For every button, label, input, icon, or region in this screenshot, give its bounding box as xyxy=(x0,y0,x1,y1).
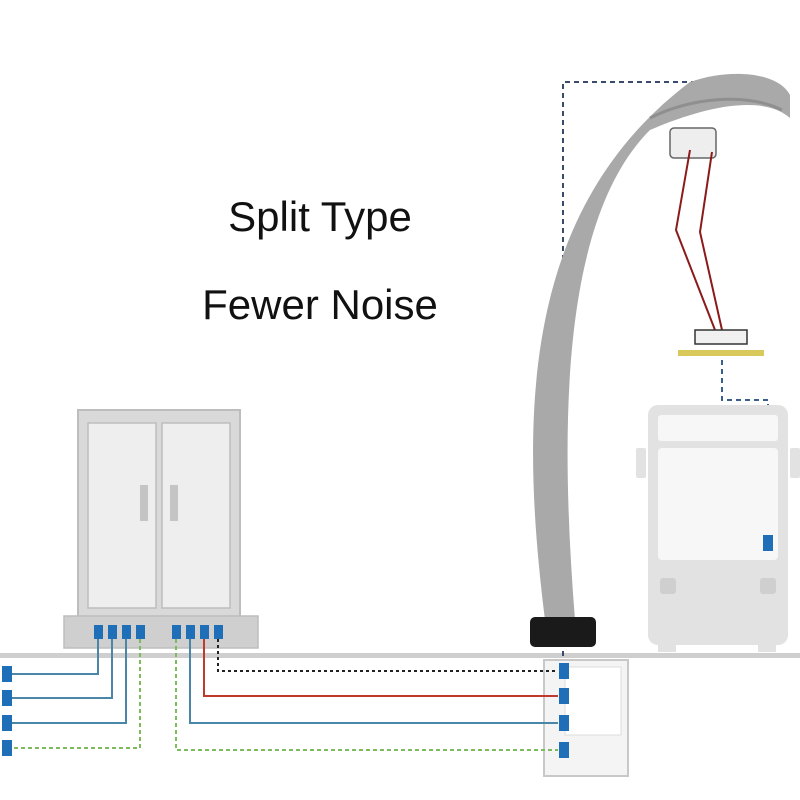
bus-connector-icon xyxy=(763,535,773,551)
right-wiring xyxy=(175,639,558,751)
charger-cabinet-icon xyxy=(63,409,259,649)
edge-connectors xyxy=(2,666,12,756)
pole-base xyxy=(530,617,596,647)
headline-line-2: Fewer Noise xyxy=(202,281,438,328)
left-wiring xyxy=(8,639,141,749)
cabinet-connectors xyxy=(94,625,223,639)
headline-line-1: Split Type xyxy=(228,193,412,240)
ground-line xyxy=(0,653,800,658)
charging-pole-icon xyxy=(530,73,790,647)
pantograph-icon xyxy=(669,127,764,356)
bus-front-icon xyxy=(636,405,800,652)
junction-box-icon xyxy=(543,659,629,777)
control-line-dashed xyxy=(562,81,705,665)
